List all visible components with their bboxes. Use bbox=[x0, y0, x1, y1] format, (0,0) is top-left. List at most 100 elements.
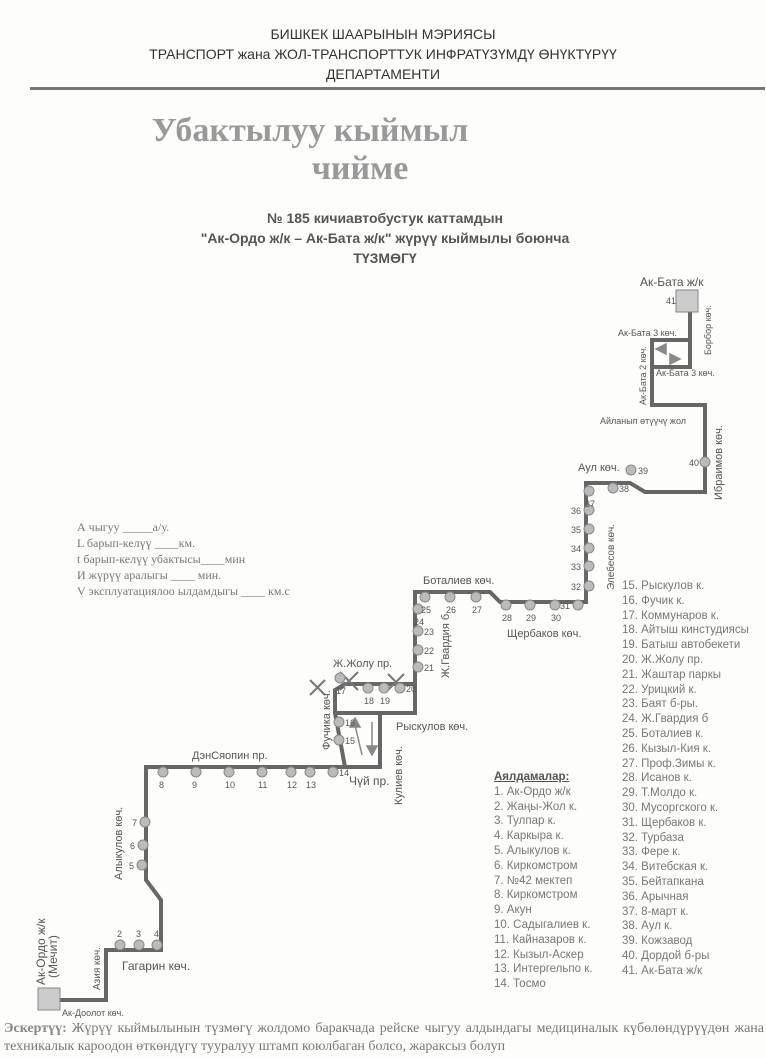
direction-arrow-right bbox=[669, 352, 682, 366]
param-time: t барып-келүү убактысы____мин bbox=[77, 552, 246, 566]
legend-stop: 4. Каркыра к. bbox=[494, 830, 564, 843]
legend-stop: 6. Киркомстром bbox=[494, 859, 578, 872]
stop-number: 22 bbox=[424, 646, 434, 656]
label-kuliev: Кулиев көч. bbox=[393, 746, 405, 805]
footnote: Эскертүү: Жүрүү кыймылынын түзмөгү жолдо… bbox=[4, 1020, 764, 1056]
stop-marker bbox=[362, 682, 374, 694]
direction-arrow-down-head bbox=[365, 745, 379, 757]
stop-number: 6 bbox=[130, 841, 135, 851]
label-fuchik: Фучика көч. bbox=[321, 690, 333, 750]
stop-marker bbox=[304, 766, 316, 778]
param-exits: А чыгуу _____а/у. bbox=[77, 520, 170, 534]
legend-stop: 35. Бейтапкана bbox=[622, 875, 704, 888]
stop-number: 18 bbox=[364, 696, 374, 706]
stop-number: 31 bbox=[560, 601, 570, 611]
stop-number: 12 bbox=[287, 780, 297, 790]
legend-stop: 22. Урицкий к. bbox=[622, 683, 697, 696]
header-divider bbox=[30, 87, 765, 90]
label-mechit: (Мечит) bbox=[46, 935, 60, 978]
stop-marker bbox=[444, 591, 456, 603]
stop-marker bbox=[583, 560, 595, 572]
stop-marker bbox=[334, 672, 346, 684]
label-zh-gvardia: Ж.Гвардия б bbox=[440, 614, 452, 678]
stop-number: 27 bbox=[472, 605, 482, 615]
legend-stop: 13. Интергельпо к. bbox=[494, 963, 593, 976]
stop-number: 21 bbox=[424, 663, 434, 673]
stop-number: 14 bbox=[339, 768, 349, 778]
label-sherbakov: Щербаков көч. bbox=[507, 628, 581, 640]
label-elebesov: Элебесов көч. bbox=[605, 524, 617, 590]
legend-stop: 2. Жаңы-Жол к. bbox=[494, 800, 578, 813]
stop-marker bbox=[583, 523, 595, 535]
stop-marker bbox=[136, 859, 148, 871]
legend-stop: 28. Исанов к. bbox=[622, 772, 692, 785]
legend-stop: 15. Рыскулов к. bbox=[622, 580, 705, 592]
legend-stop: 7. №42 мектеп bbox=[494, 874, 573, 887]
legend-stop: 37. 8-март к. bbox=[622, 905, 689, 918]
legend-stop: 8. Киркомстром bbox=[494, 889, 578, 902]
legend-stop: 17. Коммунаров к. bbox=[622, 609, 720, 622]
legend-stop: 10. Садыгалиев к. bbox=[494, 918, 591, 931]
stop-number: 3 bbox=[136, 929, 141, 939]
title-line-2: чийме bbox=[311, 150, 409, 187]
subtitle-line-2: "Ак-Ордо ж/к – Ак-Бата ж/к" жүрүү кыймыл… bbox=[200, 230, 570, 246]
legend-stop: 3. Тулпар к. bbox=[494, 815, 556, 828]
stop-marker bbox=[333, 734, 345, 746]
stop-marker bbox=[327, 766, 339, 778]
legend-stop: 18. Айтыш кинстудиясы bbox=[622, 624, 749, 637]
subtitle-line-1: № 185 кичиавтобустук каттамдын bbox=[266, 210, 504, 226]
label-ak-bata: Ак-Бата ж/к bbox=[640, 275, 704, 289]
legend-title: Аялдамалар: bbox=[494, 771, 570, 783]
header-line-3: ДЕПАРТАМЕНТИ bbox=[325, 66, 441, 82]
route-path-akbata-loop bbox=[652, 340, 692, 369]
stop-marker bbox=[572, 599, 584, 611]
legend-stop: 11. Кайназаров к. bbox=[494, 933, 587, 946]
street-labels: Ак-Бата ж/к Ак-Ордо ж/к (Мечит) Ак-Дооло… bbox=[34, 275, 725, 1018]
subtitle-line-3: ТҮЗМӨГҮ bbox=[353, 250, 417, 266]
stop-marker bbox=[412, 625, 424, 637]
stop-number: 20 bbox=[406, 684, 416, 694]
route-path-loop bbox=[335, 711, 382, 769]
footnote-text: Жүрүү кыймылынын түзмөгү жолдомо баракча… bbox=[4, 1021, 764, 1054]
param-speed: V эксплуатациялоо ылдамдыгы ____ км.с bbox=[77, 584, 290, 598]
label-ak-doolot: Ак-Доолот көч. bbox=[62, 1008, 124, 1018]
stop-number: 30 bbox=[551, 613, 561, 623]
stop-marker bbox=[500, 599, 512, 611]
footnote-label: Эскертүү: bbox=[4, 1021, 67, 1036]
label-gagarin: Гагарин көч. bbox=[122, 959, 190, 973]
stop-marker bbox=[333, 716, 345, 728]
label-azia: Азия көч. bbox=[92, 947, 103, 990]
stop-number: 37 bbox=[585, 499, 595, 509]
stop-marker bbox=[583, 580, 595, 592]
legend-stop: 30. Мусоргского к. bbox=[622, 801, 719, 814]
legend-stop: 5. Алыкулов к. bbox=[494, 844, 571, 857]
label-ryskulov: Рыскулов көч. bbox=[396, 721, 468, 733]
title-line-1: Убактылуу кыймыл bbox=[151, 112, 469, 149]
label-densyaopin: ДэнСяопин пр. bbox=[192, 750, 268, 762]
legend-stop: 25. Боталиев к. bbox=[622, 727, 704, 740]
legend-stop: 38. Аул к. bbox=[622, 920, 673, 933]
legend-stop: 21. Жаштар паркы bbox=[622, 668, 721, 681]
route-line bbox=[60, 310, 707, 1002]
legend-stop: 26. Кызыл-Кия к. bbox=[622, 742, 711, 755]
stop-marker bbox=[412, 644, 424, 656]
terminal-ak-bata bbox=[675, 289, 699, 313]
legend-stop: 14. Тосмо bbox=[494, 978, 546, 991]
stops-legend-col-2: 15. Рыскулов к.16. Фучик к.17. Коммунаро… bbox=[622, 579, 762, 979]
stop-number: 11 bbox=[258, 780, 267, 790]
legend-stop: 12. Кызыл-Аскер bbox=[494, 948, 584, 961]
header-line-1: БИШКЕК ШААРЫНЫН МЭРИЯСЫ bbox=[270, 26, 496, 42]
route-path-ryskulov bbox=[380, 684, 417, 715]
label-borbor: Борбор көч. bbox=[703, 305, 713, 355]
stop-marker bbox=[394, 682, 406, 694]
label-ak-bata-3b: Ак-Бата 3 көч. bbox=[656, 368, 715, 378]
legend-stop: 24. Ж.Гвардия б bbox=[622, 713, 709, 726]
terminal-ak-ordo bbox=[37, 987, 61, 1011]
label-ak-bata-3a: Ак-Бата 3 көч. bbox=[618, 328, 677, 338]
stop-number: 10 bbox=[225, 780, 235, 790]
legend-stop: 20. Ж.Жолу пр. bbox=[622, 653, 704, 666]
stop-marker bbox=[157, 766, 169, 778]
stop-number: 4 bbox=[154, 929, 159, 939]
